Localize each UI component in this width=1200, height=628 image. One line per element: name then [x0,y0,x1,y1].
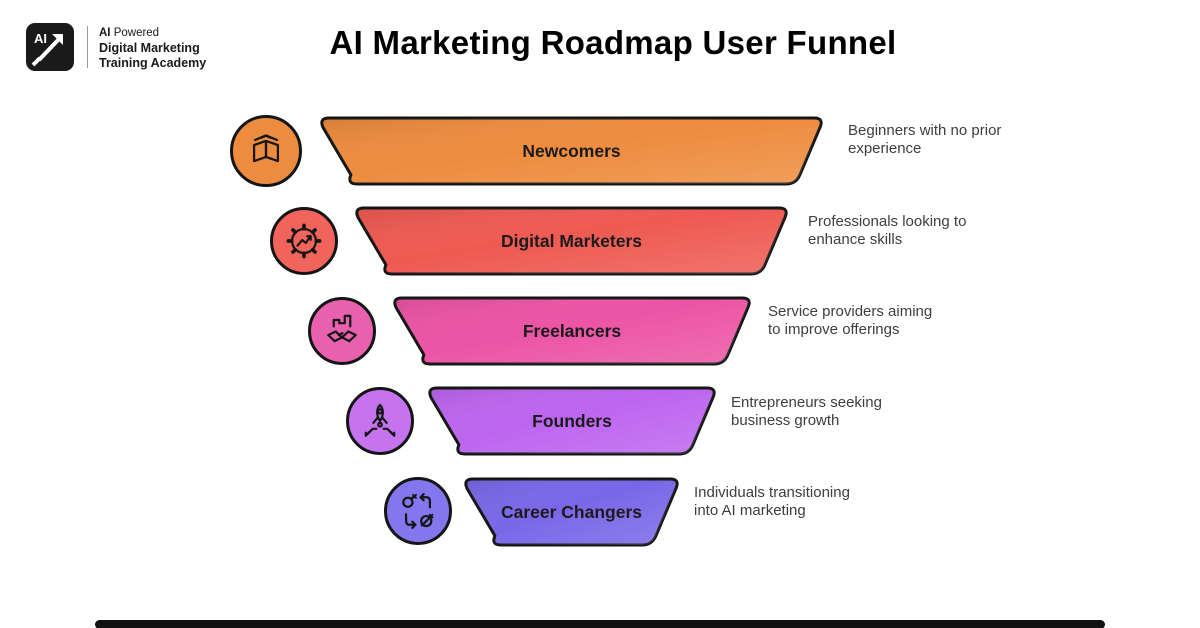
rocket-launch-icon [364,403,396,437]
description-line: enhance skills [808,230,903,248]
brand-line2: Digital Marketing [99,40,200,55]
gear-chart-icon [286,223,322,259]
page-title: AI Marketing Roadmap User Funnel [329,24,897,61]
description-line: experience [848,139,922,157]
ai-arrow-logo-icon: AI [26,23,74,71]
newcomers-badge [230,115,302,187]
logo-divider [87,26,88,68]
description-line: Professionals looking to [808,213,967,230]
description-line: Individuals transitioning [694,484,850,501]
stage-description-founders: Entrepreneurs seeking business growth [731,394,916,429]
stage-description-newcomers: Beginners with no prior experience [848,122,1033,157]
stage-description-career-changers: Individuals transitioning into AI market… [694,484,879,519]
stage-label-newcomers: Newcomers [522,140,621,161]
description-line: Beginners with no prior [848,122,1002,139]
freelancers-badge [308,297,376,365]
brand-line1: AI Powered [99,26,160,39]
funnel-stage-founders [428,386,716,456]
funnel-stage-career-changers [464,477,679,547]
stage-description-digital-marketers: Professionals looking to enhance skills [808,213,993,248]
career-switch-icon [402,493,434,529]
founders-badge [346,387,414,455]
footer-accent-bar [95,620,1105,628]
description-line: to improve offerings [768,320,900,338]
funnel-stage-freelancers [393,296,751,366]
digital-marketers-badge [270,207,338,275]
career-changers-badge [384,477,452,545]
stage-description-freelancers: Service providers aiming to improve offe… [768,303,953,338]
stage-label-career-changers: Career Changers [500,501,643,522]
funnel-stage-newcomers [320,116,823,186]
brand-logo: AI AI Powered Digital Marketing Training… [26,23,206,71]
stage-label-digital-marketers: Digital Marketers [500,230,643,251]
funnel-stage-digital-marketers [355,206,788,276]
handshake-icon [327,314,357,343]
brand-line3: Training Academy [99,55,207,70]
svg-text:AI: AI [34,31,47,46]
description-line: Entrepreneurs seeking [731,394,882,411]
description-line: business growth [731,411,840,429]
description-line: Service providers aiming [768,303,933,320]
description-line: into AI marketing [694,501,806,519]
stage-label-freelancers: Freelancers [522,320,622,341]
stage-label-founders: Founders [532,410,612,431]
book-icon [252,134,280,163]
brand-text: AI Powered Digital Marketing Training Ac… [99,24,206,71]
